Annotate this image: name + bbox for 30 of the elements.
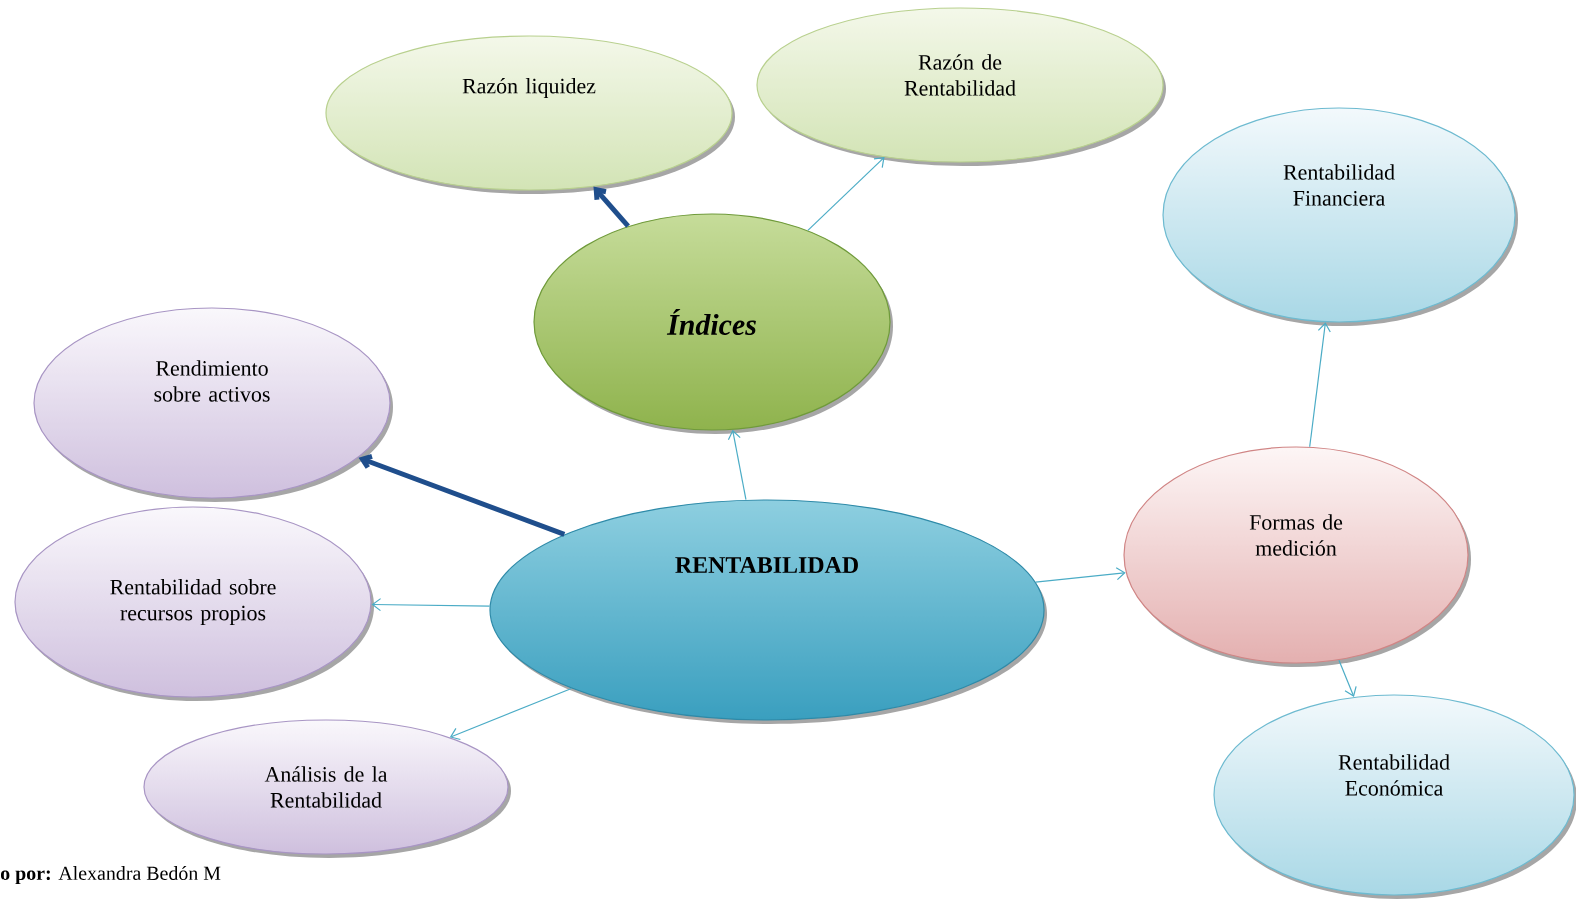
topic-ellipse	[1123, 446, 1471, 667]
topic-ellipse	[14, 506, 374, 701]
arrow	[807, 157, 885, 231]
node-text: Razón de Rentabilidad	[904, 54, 1016, 96]
node-text: Rentabilidad sobre recursos propios	[110, 579, 276, 625]
node-text: Índices	[666, 309, 756, 335]
topic-ellipse	[143, 719, 511, 858]
node-text: Formas de medición	[1249, 514, 1343, 556]
node-text: Rentabilidad Económica	[1338, 754, 1450, 796]
arrow	[449, 687, 573, 741]
arrow	[593, 186, 630, 228]
arrow	[727, 429, 747, 501]
node-text: Rentabilidad Financiera	[1283, 164, 1395, 206]
arrow	[371, 598, 491, 612]
node-text: Análisis de la Rentabilidad	[264, 766, 388, 808]
credit-note: o por: Alexandra Bedón M	[0, 865, 221, 885]
node-text: Razón liquidez	[462, 78, 596, 98]
topic-ellipse	[325, 35, 735, 194]
main-ellipse	[489, 499, 1047, 724]
index-ellipse	[533, 213, 893, 434]
arrow	[358, 453, 566, 537]
node-text: Rendimiento sobre activos	[154, 360, 270, 402]
topic-ellipse	[1213, 694, 1576, 899]
node-text: RENTABILIDAD	[675, 557, 858, 573]
topic-ellipse	[33, 307, 393, 502]
arrow	[1338, 659, 1357, 697]
arrow	[1309, 322, 1331, 448]
arrow	[1035, 567, 1126, 583]
topic-ellipse	[1162, 107, 1518, 326]
topic-ellipse	[756, 7, 1166, 166]
